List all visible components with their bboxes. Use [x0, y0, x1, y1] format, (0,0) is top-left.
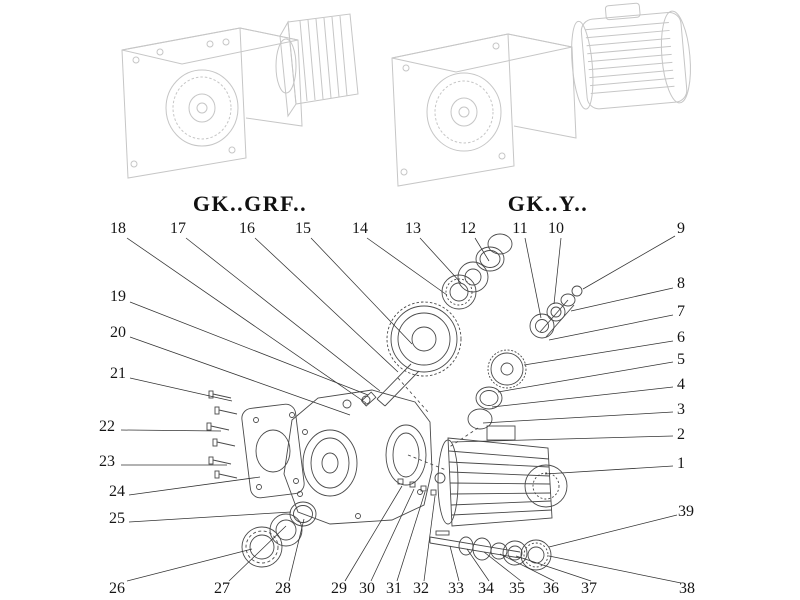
callout-3: 3 — [677, 401, 685, 418]
gearbox-y-drawing — [391, 2, 691, 187]
callout-31: 31 — [386, 580, 402, 597]
callout-14: 14 — [352, 220, 368, 237]
callout-9: 9 — [677, 220, 685, 237]
main-gear-and-shaft — [360, 301, 462, 407]
callout-24: 24 — [109, 483, 125, 500]
callout-22: 22 — [99, 418, 115, 435]
output-bearing-and-rings — [241, 501, 317, 568]
callout-11: 11 — [512, 220, 528, 237]
callout-36: 36 — [543, 580, 559, 597]
callout-35: 35 — [509, 580, 525, 597]
exploded-view — [206, 233, 583, 571]
callout-25: 25 — [109, 510, 125, 527]
callout-5: 5 — [677, 351, 685, 368]
callout-1: 1 — [677, 455, 685, 472]
callout-23: 23 — [99, 453, 115, 470]
output-shaft-assembly — [429, 530, 552, 571]
callout-2: 2 — [677, 426, 685, 443]
gear-housing — [283, 377, 479, 525]
pinion-shaft-parts — [529, 285, 583, 339]
callout-17: 17 — [170, 220, 186, 237]
callout-6: 6 — [677, 329, 685, 346]
callout-16: 16 — [239, 220, 255, 237]
input-bearing-stack — [441, 233, 513, 310]
callout-30: 30 — [359, 580, 375, 597]
callout-21: 21 — [110, 365, 126, 382]
model-label-right: GK..Y.. — [507, 191, 589, 216]
model-label-left: GK..GRF.. — [192, 191, 308, 216]
motor-flange-fasteners — [397, 478, 437, 496]
cover-flange — [241, 403, 305, 499]
callout-27: 27 — [214, 580, 230, 597]
callout-26: 26 — [109, 580, 125, 597]
callout-39: 39 — [678, 503, 694, 520]
callout-29: 29 — [331, 580, 347, 597]
callout-13: 13 — [405, 220, 421, 237]
leader-lines — [120, 235, 682, 584]
callout-32: 32 — [413, 580, 429, 597]
callout-33: 33 — [448, 580, 464, 597]
motor — [407, 425, 568, 527]
callout-20: 20 — [110, 324, 126, 341]
callout-34: 34 — [478, 580, 494, 597]
callout-28: 28 — [275, 580, 291, 597]
callout-12: 12 — [460, 220, 476, 237]
callout-37: 37 — [581, 580, 597, 597]
gearbox-grf-drawing — [121, 13, 359, 179]
callout-38: 38 — [679, 580, 695, 597]
callout-19: 19 — [110, 288, 126, 305]
callout-4: 4 — [677, 376, 685, 393]
callout-7: 7 — [677, 303, 685, 320]
callout-15: 15 — [295, 220, 311, 237]
callout-10: 10 — [548, 220, 564, 237]
callout-18: 18 — [110, 220, 126, 237]
second-gear-and-rings — [467, 349, 527, 430]
flange-bolts — [206, 390, 238, 479]
callout-8: 8 — [677, 275, 685, 292]
